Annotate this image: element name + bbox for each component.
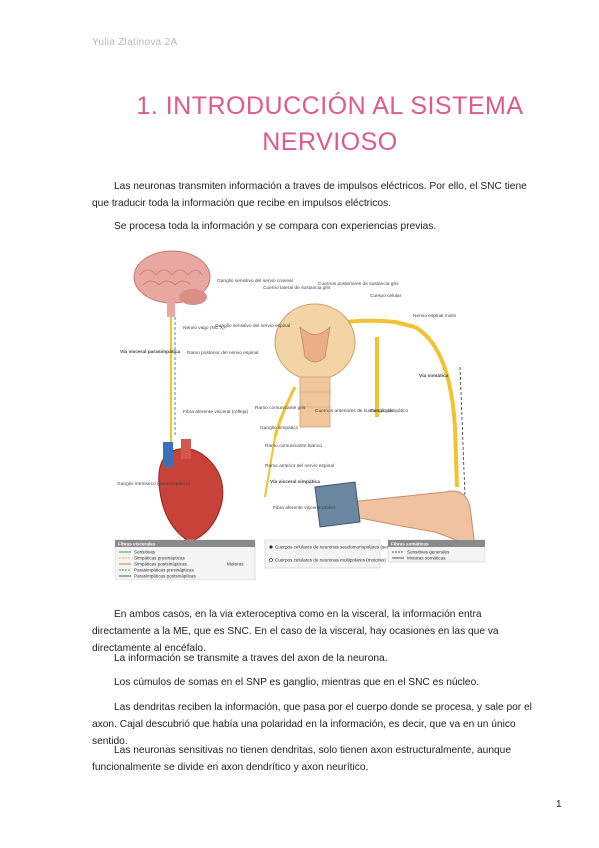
paragraph-1-text: Las neuronas transmiten información a tr… xyxy=(92,181,527,209)
label-ramo-anterior: Ramo anterior del nervio espinal xyxy=(265,463,334,469)
paragraph-6-text: Las dendritas reciben la información, qu… xyxy=(92,702,532,747)
label-cuernos-posteriores: Cuernos posteriores de sustancia gris xyxy=(318,281,399,287)
label-ganglio-craneal: Ganglio sensitivo del nervio craneal xyxy=(217,278,293,284)
paragraph-4: La información se transmite a traves del… xyxy=(92,650,532,667)
label-ramo-gris: Ramo comunicante gris xyxy=(255,405,306,411)
label-cuerno-lateral: Cuerno lateral de sustancia gris xyxy=(263,285,331,291)
legend-visceral-item-2: Simpáticas presinápticas xyxy=(134,556,186,561)
paragraph-1: Las neuronas transmiten información a tr… xyxy=(92,178,532,212)
arm-illustration xyxy=(314,481,476,548)
legend-cuerpos-sensitivas: Cuerpos celulares de neuronas seudomonop… xyxy=(275,545,404,550)
label-ganglio-intrinseco: Ganglio intrínseco (parasimpático) xyxy=(117,481,190,487)
label-ramo-blanco: Ramo comunicante blanco xyxy=(265,443,322,449)
paragraph-4-text: La información se transmite a traves del… xyxy=(114,653,388,664)
label-nervio-vago: Nervio vago (NC X) xyxy=(183,325,225,331)
author-header: Yulia Zlatinova 2A xyxy=(92,37,178,48)
label-via-simpatica: Vía visceral simpática xyxy=(270,479,320,485)
paragraph-3: En ambos casos, en la via exteroceptiva … xyxy=(92,606,532,657)
label-fibra-aferente-dolor: Fibra aferente visceral (dolor) xyxy=(273,505,336,511)
label-ganglio-espinal: Ganglio sensitivo del nervio espinal xyxy=(215,323,290,329)
paragraph-2-text: Se procesa toda la información y se comp… xyxy=(114,221,437,232)
legend-somatic-title: Fibras somáticas xyxy=(391,542,429,547)
paragraph-3-text: En ambos casos, en la via exteroceptiva … xyxy=(92,609,499,654)
legend-visceral-title: Fibras viscerales xyxy=(118,542,156,547)
label-ramo-posterior: Ramo posterior del nervio espinal xyxy=(187,350,258,356)
legend-visceral-item-4: Parasimpáticas presinápticas xyxy=(134,568,194,573)
legend-somatic-item-2: Motoras somáticas xyxy=(407,556,446,561)
title-line-2: NERVIOSO xyxy=(262,128,398,156)
page-title: 1. INTRODUCCIÓN AL SISTEMA NERVIOSO xyxy=(100,88,560,160)
label-fibra-aferente-refleja: Fibra aferente visceral (refleja) xyxy=(183,409,248,415)
paragraph-5-text: Los cúmulos de somas en el SNP es gangli… xyxy=(114,677,480,688)
label-nervio-espinal-mixto: Nervio espinal mixto xyxy=(413,313,457,319)
brain-illustration xyxy=(133,250,211,317)
label-cuernos-anteriores: Cuernos anteriores de sustancia gris xyxy=(315,408,394,414)
paragraph-2: Se procesa toda la información y se comp… xyxy=(92,218,532,235)
paragraph-5: Los cúmulos de somas en el SNP es gangli… xyxy=(92,674,532,691)
paragraph-6: Las dendritas reciben la información, qu… xyxy=(92,699,532,750)
nervous-system-figure: Ganglio sensitivo del nervio craneal Ner… xyxy=(115,250,485,580)
heart-illustration xyxy=(158,439,224,543)
paragraph-7: Las neuronas sensitivas no tienen dendri… xyxy=(92,742,532,776)
label-via-parasimpatica: Vía visceral parasimpática xyxy=(120,349,180,355)
title-line-1: 1. INTRODUCCIÓN AL SISTEMA xyxy=(136,92,524,120)
legend-cuerpos-motoras: Cuerpos celulares de neuronas multipolar… xyxy=(275,558,386,563)
page-number: 1 xyxy=(556,799,562,810)
legend-somatic-item-1: Sensitivas generales xyxy=(407,550,450,555)
label-via-somatica: Vía somática xyxy=(419,373,449,379)
label-ganglio-simpatico-b: Ganglio simpático xyxy=(260,425,298,431)
label-cuerpo-celular: Cuerpo celular xyxy=(370,293,402,299)
legend-visceral-item-1: Sensitivas xyxy=(134,550,156,555)
legend-visceral-item-5: Parasimpáticas postsinápticas xyxy=(134,574,196,579)
legend-motoras: Motoras xyxy=(227,562,244,567)
paragraph-7-text: Las neuronas sensitivas no tienen dendri… xyxy=(92,745,512,773)
spinal-cord-section xyxy=(274,303,356,428)
legend-visceral-item-3: Simpáticas postsinápticas xyxy=(134,562,188,567)
label-ganglio-simpatico-a: Ganglio simpático xyxy=(370,408,408,414)
figure-legend: Fibras viscerales Sensitivas Simpáticas … xyxy=(115,539,485,580)
